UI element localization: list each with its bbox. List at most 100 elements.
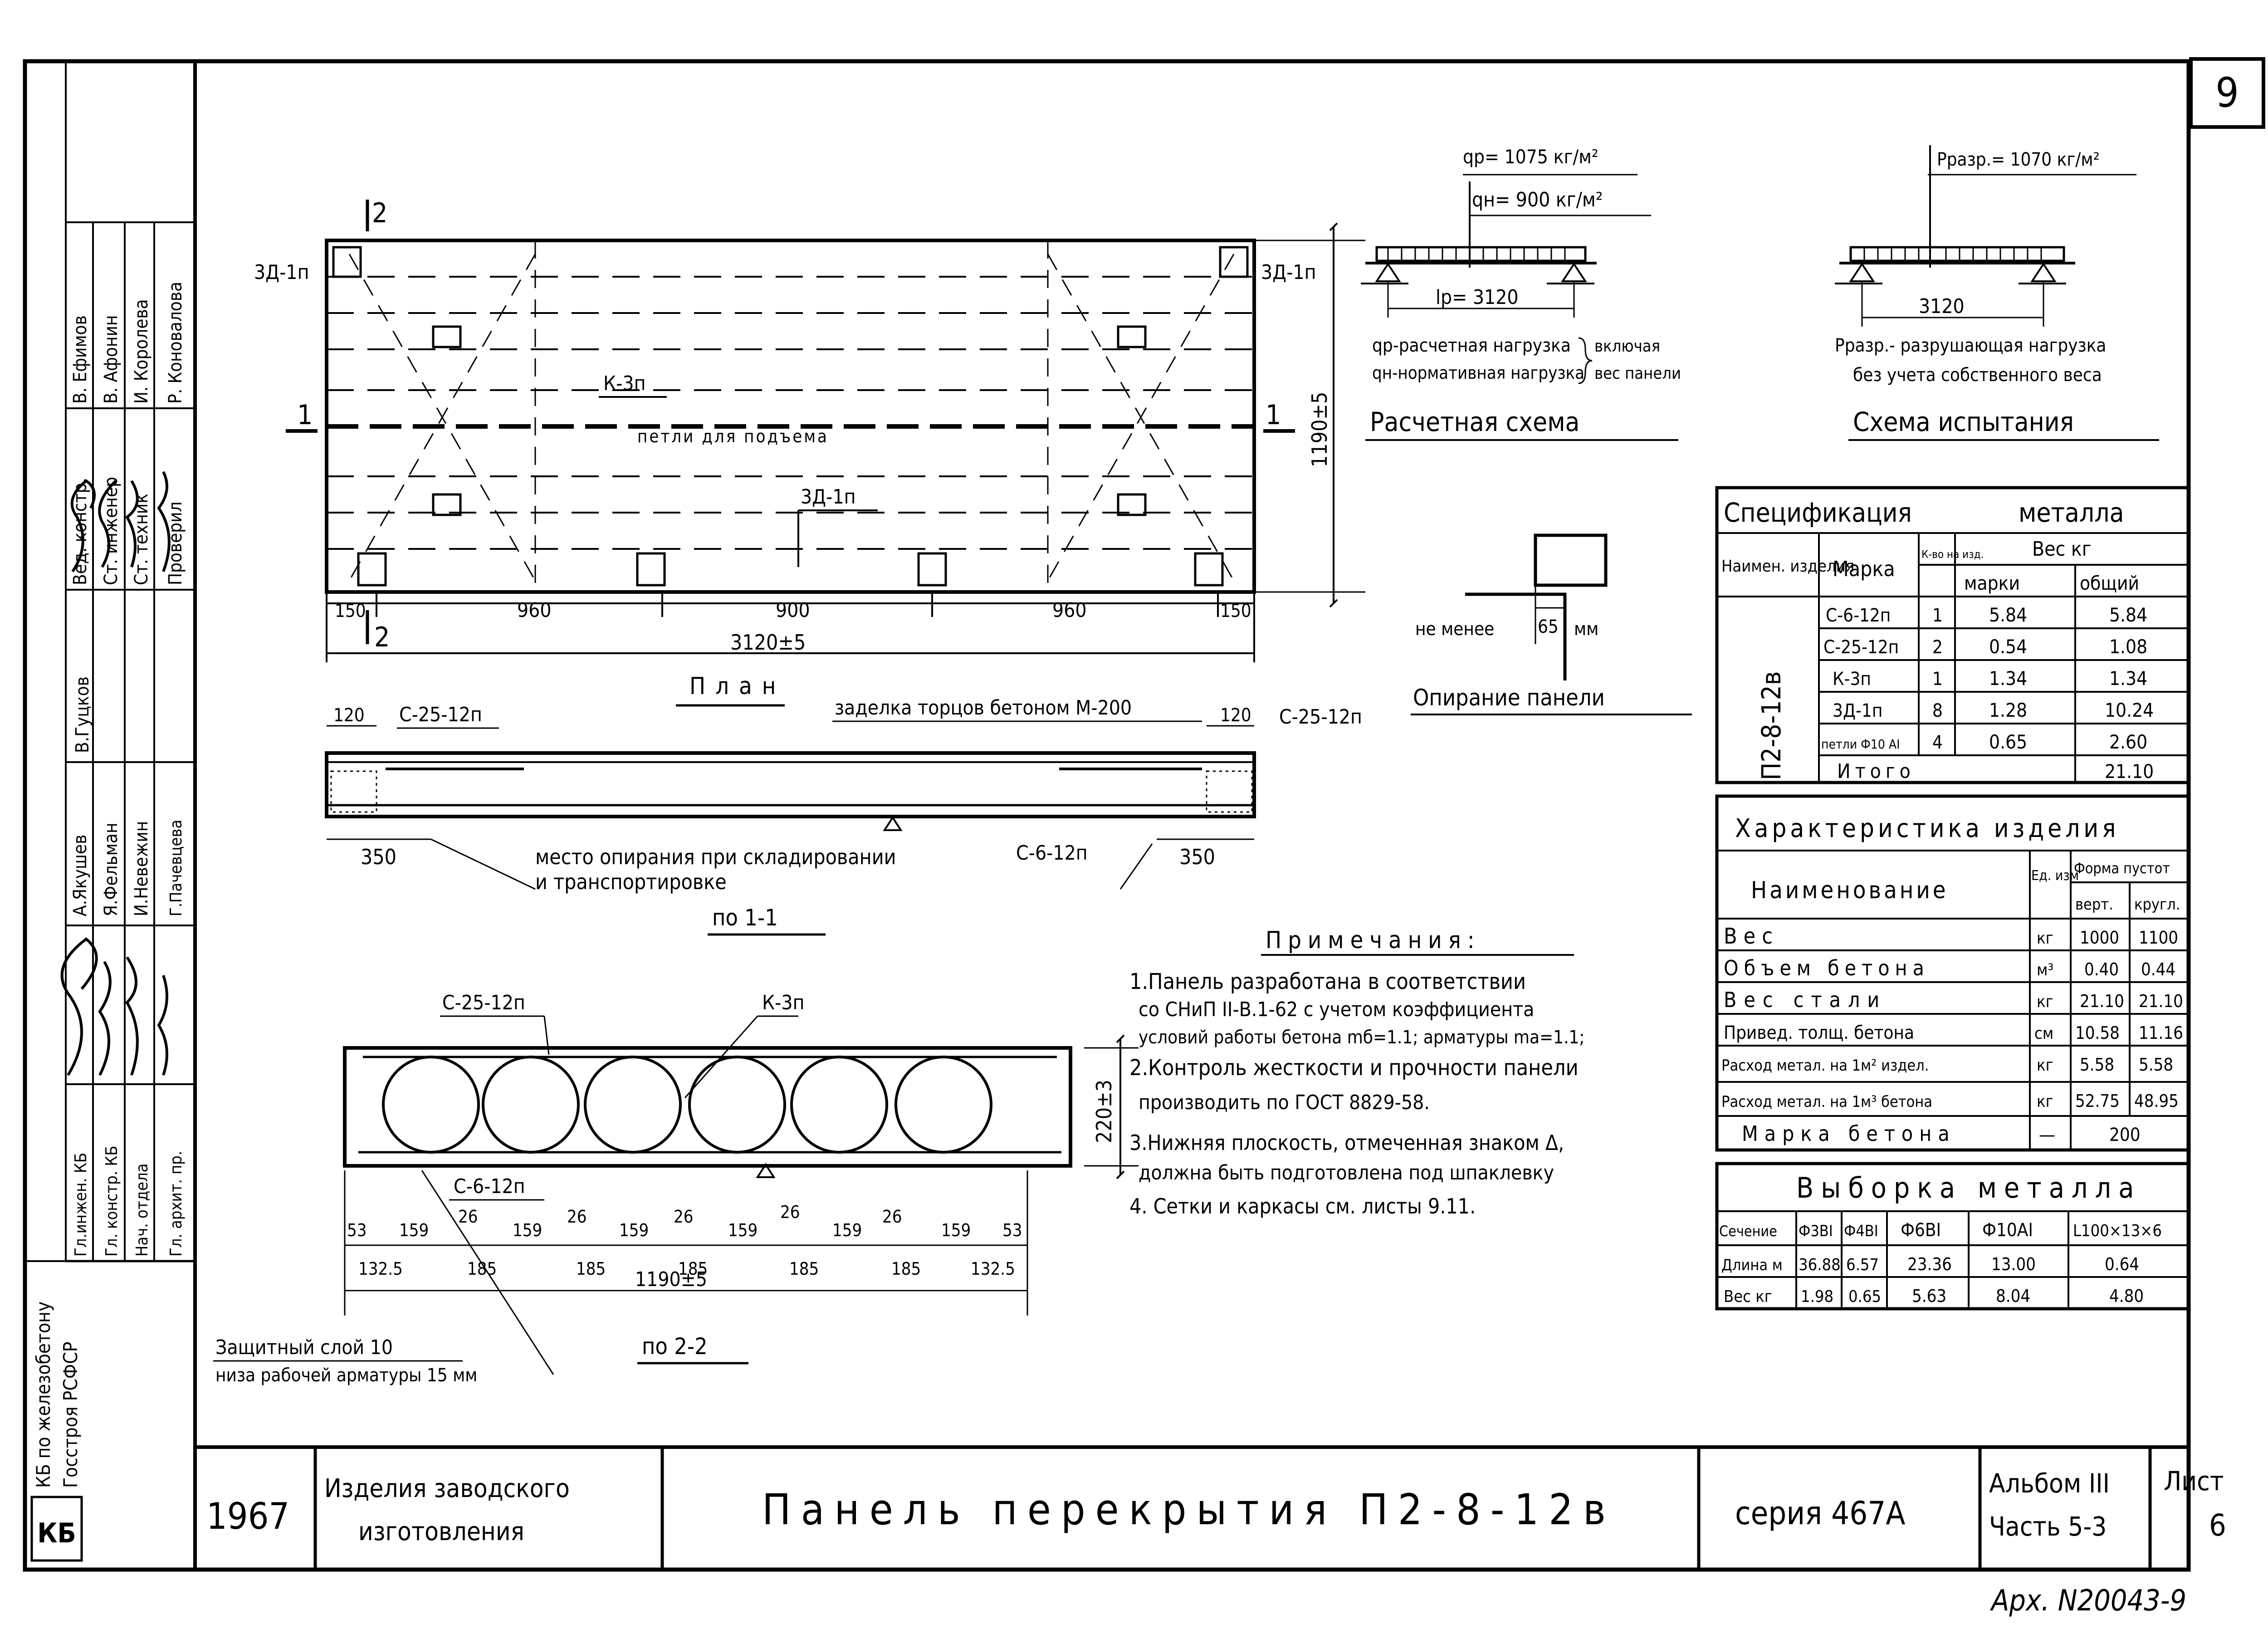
notes-line-2: со СНиП II-В.1-62 с учетом коэффициента bbox=[1139, 998, 1534, 1021]
plan-label-k3p: К-3п bbox=[603, 372, 645, 395]
spec-row2-qty: 2 bbox=[1932, 637, 1943, 658]
char-row4-unit: см bbox=[2034, 1024, 2053, 1043]
char-title: Характеристика изделия bbox=[1735, 814, 2119, 843]
plan-dim-2: 960 bbox=[517, 599, 552, 622]
test-legend-1: Pразр.- разрушающая нагрузка bbox=[1835, 335, 2106, 356]
sig-position-3: Нач. отдела bbox=[133, 1164, 152, 1257]
s22-dim-top-2: 159 bbox=[399, 1220, 429, 1240]
section-1-1: 120 120 С-25-12п С-25-12п заделка торцов… bbox=[325, 696, 1362, 936]
steel-h-5: Ф10AI bbox=[1982, 1220, 2033, 1241]
design-qn: qн= 900 кг/м² bbox=[1472, 188, 1603, 211]
signature-block: Гл.инжен. КБ Гл. констр. КБ Нач. отдела … bbox=[25, 61, 195, 1562]
steel-len-4: 13.00 bbox=[1991, 1254, 2036, 1274]
sig-position-4: Гл. архит. пр. bbox=[167, 1151, 186, 1257]
title-sheet-label: Лист bbox=[2164, 1466, 2224, 1497]
s22-label-c25: С-25-12п bbox=[442, 991, 525, 1014]
s11-support-text-2: и транспортировке bbox=[535, 870, 727, 894]
steel-h-1: Сечение bbox=[1719, 1223, 1777, 1240]
char-h-round: кругл. bbox=[2134, 895, 2180, 914]
char-row5-unit: кг bbox=[2037, 1056, 2053, 1075]
char-row2-r: 0.44 bbox=[2141, 959, 2175, 979]
title-main: Панель перекрытия П2-8-12в bbox=[762, 1485, 1616, 1535]
spec-title-1: Спецификация bbox=[1724, 497, 1912, 528]
sig-name-3: А.Якушев bbox=[70, 835, 91, 916]
s22-dim-mid-4: 185 bbox=[678, 1259, 708, 1279]
test-legend-2: без учета собственного веса bbox=[1853, 365, 2102, 386]
spec-row3-qty: 1 bbox=[1932, 669, 1943, 690]
plan-dim-1: 150 bbox=[335, 601, 366, 621]
steel-len-5: 0.64 bbox=[2105, 1254, 2139, 1274]
spec-row1-w: 5.84 bbox=[1989, 604, 2027, 626]
spec-row3-w: 1.34 bbox=[1989, 667, 2027, 690]
spec-row4-mark: 3Д-1п bbox=[1833, 700, 1882, 721]
spec-h-mark: Марка bbox=[1833, 557, 1895, 581]
test-p: Pразр.= 1070 кг/м² bbox=[1937, 149, 2100, 170]
char-row3-v: 21.10 bbox=[2080, 991, 2124, 1011]
sig-name-5: И.Невежин bbox=[131, 821, 152, 916]
char-row3-unit: кг bbox=[2037, 993, 2053, 1011]
design-brace-1: включая bbox=[1594, 337, 1660, 356]
notes-line-6: 3.Нижняя плоскость, отмеченная знаком Δ, bbox=[1129, 1130, 1564, 1155]
s22-cover-note-2: низа рабочей арматуры 15 мм bbox=[215, 1365, 477, 1386]
plan-label-3d-left: 3Д-1п bbox=[254, 261, 309, 284]
test-title: Схема испытания bbox=[1853, 406, 2074, 437]
steel-wt-3: 5.63 bbox=[1912, 1286, 1946, 1306]
s11-support-text-1: место опирания при складировании bbox=[535, 845, 896, 869]
void-circles bbox=[382, 1056, 992, 1154]
s22-dim-top-11: 26 bbox=[882, 1207, 902, 1227]
sig-position-9: Ст. инженер bbox=[101, 477, 122, 585]
s22-dim-mid-6: 185 bbox=[891, 1259, 921, 1279]
steel-h-4: Ф6BI bbox=[1901, 1220, 1941, 1241]
title-block: 1967 Изделия заводского изготовления Пан… bbox=[206, 1447, 2226, 1570]
s22-dim-top-1: 53 bbox=[347, 1220, 367, 1240]
spec-h-name: Наимен. изделия bbox=[1721, 557, 1854, 576]
steel-wt-5: 4.80 bbox=[2109, 1286, 2144, 1306]
steel-len-label: Длина м bbox=[1721, 1256, 1783, 1274]
s22-label-c6: С-6-12п bbox=[454, 1175, 525, 1198]
steel-title: Выборка металла bbox=[1796, 1171, 2141, 1204]
characteristics-table: Характеристика изделия Наименование Ед. … bbox=[1715, 794, 2190, 1152]
sig-name-8: В. Ефимов bbox=[70, 315, 91, 404]
sig-name-4: Я.Фельман bbox=[101, 822, 122, 916]
char-row2-unit: м³ bbox=[2037, 961, 2053, 979]
steel-len-1: 36.88 bbox=[1799, 1256, 1841, 1274]
spec-row1-qty: 1 bbox=[1932, 605, 1943, 626]
plan-label-3d-right: 3Д-1п bbox=[1261, 261, 1316, 284]
plan-section-mark-1-right: 1 bbox=[1266, 399, 1281, 431]
s11-end-filling: заделка торцов бетоном М-200 bbox=[835, 696, 1132, 719]
s22-dim-top-9: 26 bbox=[780, 1202, 800, 1222]
bearing-detail: не менее 65 мм Опирание панели bbox=[1411, 533, 1692, 715]
spec-total-value: 21.10 bbox=[2105, 760, 2154, 783]
steel-h-2: Ф3BI bbox=[1799, 1222, 1833, 1240]
char-concrete-label: Марка бетона bbox=[1742, 1121, 1956, 1146]
sheet-number: 9 bbox=[2215, 69, 2239, 117]
s22-dim-top-7: 26 bbox=[674, 1207, 694, 1227]
char-h-name: Наименование bbox=[1751, 877, 1949, 904]
sig-name-6: Г.Пачевцева bbox=[167, 820, 186, 916]
char-row5-r: 5.58 bbox=[2139, 1055, 2173, 1075]
sig-name-7: В.Гуцков bbox=[72, 676, 93, 753]
title-series: серия 467А bbox=[1735, 1495, 1905, 1532]
spec-row3-mark: К-3п bbox=[1833, 669, 1871, 690]
char-row2-name: Объем бетона bbox=[1724, 956, 1930, 980]
spec-h-weight: Вес кг bbox=[2032, 538, 2092, 561]
title-category-2: изготовления bbox=[358, 1517, 524, 1546]
s22-dim-mid-2: 185 bbox=[467, 1259, 497, 1279]
section-2-2: С-25-12п К-3п С-6-12п 220±3 53 159 26 15… bbox=[213, 991, 1139, 1386]
s22-dim-mid-5: 185 bbox=[789, 1259, 819, 1279]
spec-row2-w: 0.54 bbox=[1989, 636, 2027, 658]
organization-line-2: Госстроя РСФСР bbox=[59, 1342, 82, 1488]
s22-label-k3p: К-3п bbox=[762, 991, 804, 1014]
spec-row5-mark: петли Ф10 AI bbox=[1821, 737, 1900, 752]
notes-line-3: условий работы бетона mб=1.1; арматуры m… bbox=[1139, 1027, 1585, 1048]
s22-dim-top-5: 26 bbox=[567, 1207, 587, 1227]
design-legend-qp: qр-расчетная нагрузка bbox=[1372, 335, 1571, 356]
spec-row1-total: 5.84 bbox=[2109, 604, 2147, 626]
bearing-value: 65 bbox=[1538, 616, 1559, 637]
title-part: Часть 5-3 bbox=[1989, 1511, 2107, 1542]
s22-dim-top-3: 26 bbox=[458, 1207, 478, 1227]
plan-view: 3Д-1п 3Д-1п 3Д-1п К-3п петли для подъема… bbox=[254, 197, 1365, 707]
s22-dim-mid-3: 185 bbox=[576, 1259, 606, 1279]
char-row3-name: Вес стали bbox=[1724, 988, 1887, 1012]
s22-dim-top-10: 159 bbox=[832, 1220, 862, 1240]
